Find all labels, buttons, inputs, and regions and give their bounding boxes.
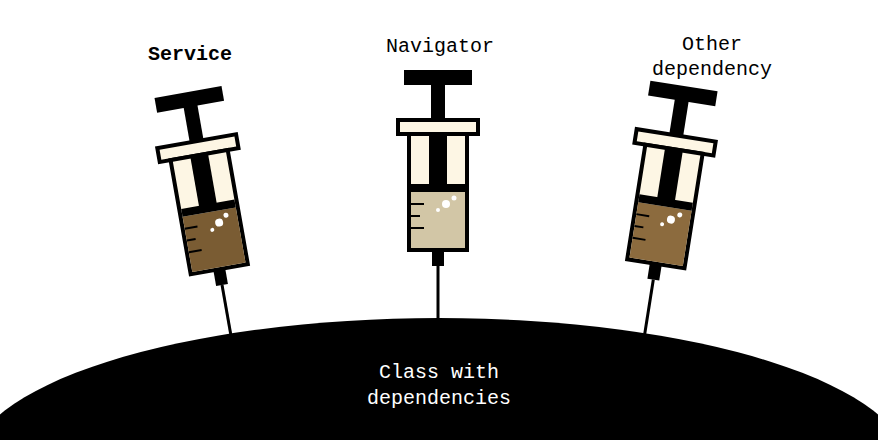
dependency-label: Other dependency: [642, 32, 782, 82]
dependency-label: Navigator: [360, 34, 520, 59]
dependency-label: Service: [120, 42, 260, 67]
class-label: Class with dependencies: [354, 360, 524, 412]
class-dome: Class with dependencies: [0, 318, 878, 440]
